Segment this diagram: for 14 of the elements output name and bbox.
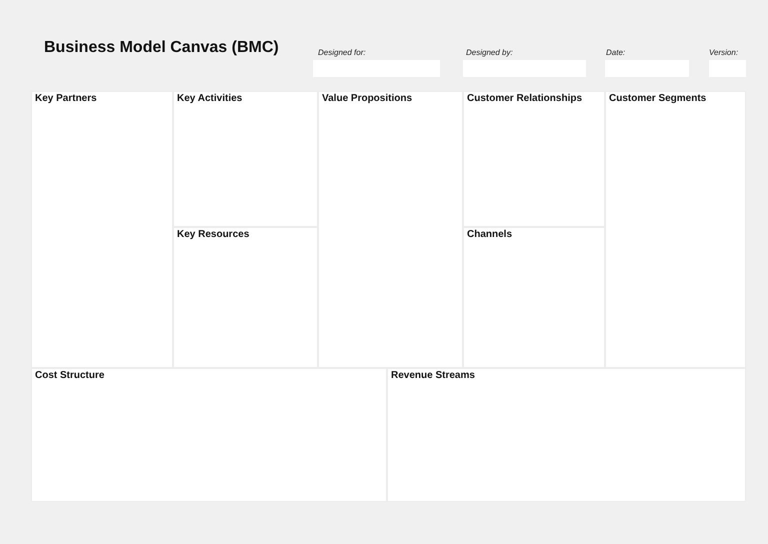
section-heading: Key Activities	[177, 93, 242, 105]
section-heading: Customer Segments	[609, 93, 706, 105]
section-heading: Channels	[467, 229, 512, 241]
section-heading: Revenue Streams	[391, 370, 475, 382]
field-label: Designed for:	[318, 48, 366, 58]
section-heading: Key Partners	[35, 93, 97, 105]
field-label: Version:	[709, 48, 738, 58]
section-heading: Key Resources	[177, 229, 250, 241]
section-heading: Customer Relationships	[467, 93, 582, 105]
field-label: Date:	[606, 48, 626, 58]
field-label: Designed by:	[466, 48, 513, 58]
title: Business Model Canvas (BMC)	[44, 38, 279, 58]
section-heading: Cost Structure	[35, 370, 104, 382]
section-heading: Value Propositions	[322, 93, 412, 105]
